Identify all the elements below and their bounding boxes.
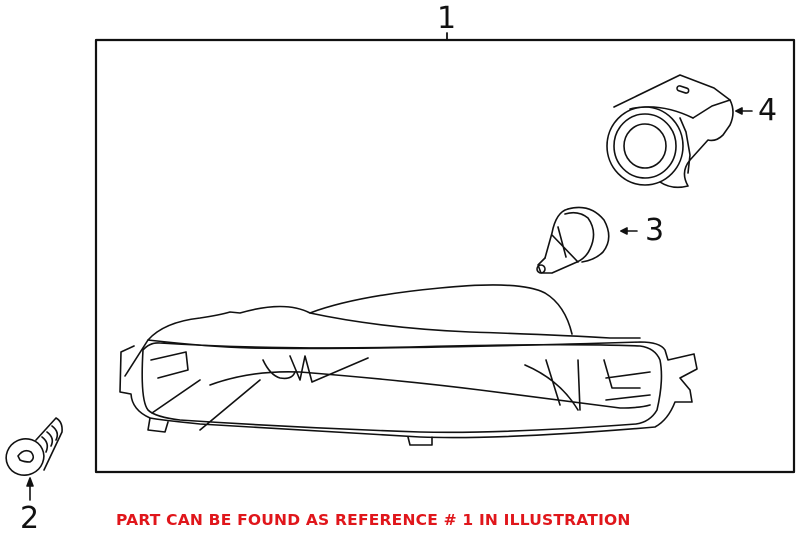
callout-3-label: 3 bbox=[645, 213, 665, 248]
part-4-socket bbox=[606, 74, 753, 189]
reference-box bbox=[94, 38, 796, 474]
callout-4-label: 4 bbox=[758, 93, 778, 128]
part-1-lamp-housing bbox=[119, 284, 698, 446]
callout-1-label: 1 bbox=[437, 1, 457, 36]
reference-note: PART CAN BE FOUND AS REFERENCE # 1 IN IL… bbox=[116, 511, 631, 529]
callout-2-label: 2 bbox=[20, 501, 40, 536]
part-2-screw bbox=[5, 417, 63, 501]
part-3-bulb bbox=[536, 206, 638, 274]
